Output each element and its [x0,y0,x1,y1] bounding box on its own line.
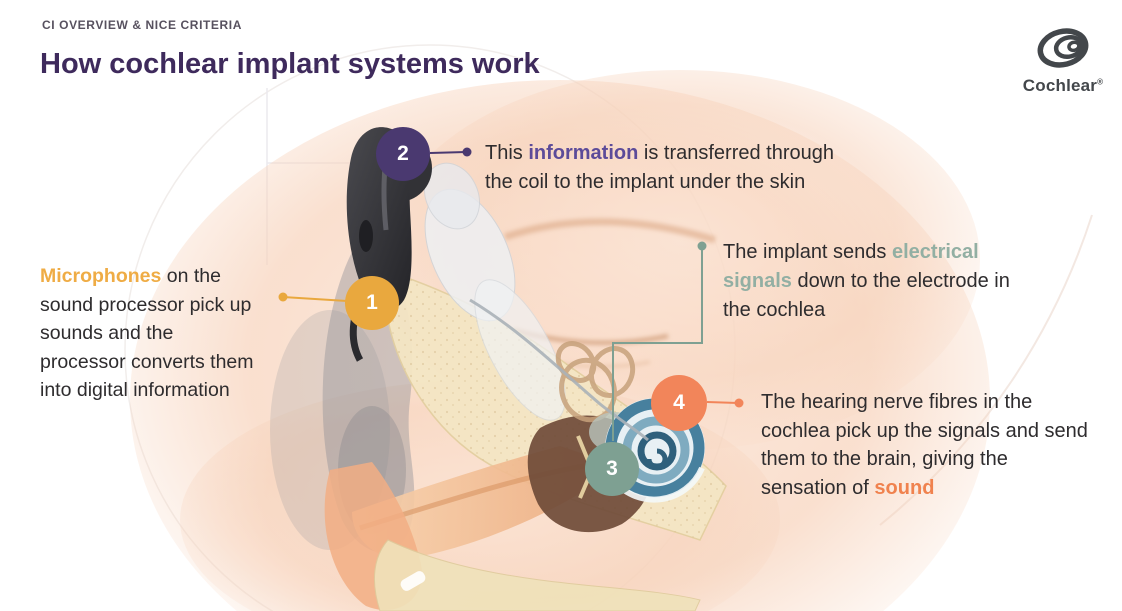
text-line: signals down to the electrode in [723,270,1010,292]
step-number-2: 2 [397,142,409,165]
registered-mark: ® [1097,77,1104,87]
text-line: processor converts them [40,350,254,373]
step-circle-3: 3 [585,442,639,496]
logo-wordmark: Cochlear® [1022,76,1104,95]
text-line: sounds and the [40,322,174,344]
step-number-3: 3 [606,457,618,480]
cochlear-logo: Cochlear® [1008,22,1118,96]
text-line: sound processor pick up [40,293,252,316]
callout-text-4: The hearing nerve fibres in the cochlea … [761,388,1088,502]
step-circle-2: 2 [376,127,430,181]
connector-step-2 [429,147,472,157]
electrode-lead [469,298,649,442]
text-line: The implant sends electrical [723,241,979,263]
connector-step-4 [706,398,744,408]
text-line: the cochlea [723,299,826,321]
cochlear-swirl-icon [1037,28,1089,68]
callout-text-2: This information is transferred through … [485,139,834,197]
step-circle-1: 1 [345,276,399,330]
callout-text-3: The implant sends electrical signals dow… [723,238,1010,325]
callout-text-1: Microphones on the sound processor pick … [40,262,254,405]
text-line: into digital information [40,379,230,401]
text-line: them to the brain, giving the [761,448,1008,470]
connector-step-1 [278,292,348,302]
page-title: How cochlear implant systems work [40,48,540,80]
text-line: The hearing nerve fibres in the [761,391,1033,413]
step-circle-4: 4 [651,375,707,431]
slide-eyebrow: CI OVERVIEW & NICE CRITERIA [42,18,242,32]
text-line: cochlea pick up the signals and send [761,419,1088,442]
text-line: This information is transferred through [485,142,834,164]
connector-step-3 [612,241,707,441]
text-line: Microphones on the [40,265,221,287]
jaw-bone [374,539,701,611]
step-number-4: 4 [673,391,685,414]
text-line: sensation of sound [761,476,935,499]
step-number-1: 1 [366,291,378,314]
text-line: the coil to the implant under the skin [485,171,806,193]
